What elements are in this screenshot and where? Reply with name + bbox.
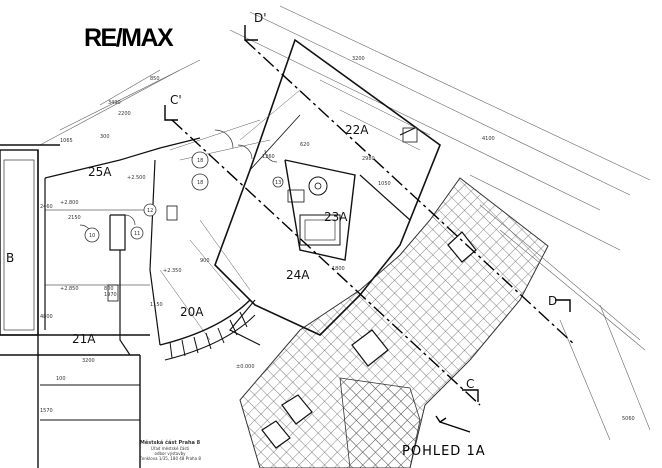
dimension-text: 1150 (150, 302, 163, 308)
dimension-text: 850 (150, 76, 160, 82)
planters (261, 231, 477, 449)
interior-details (159, 79, 431, 341)
dimension-text: 300 (100, 134, 110, 140)
dimension-text: 620 (300, 142, 310, 148)
stamp-title: Městská část Praha 8 (139, 440, 201, 446)
room-label-b: B (6, 251, 14, 265)
dimension-text: 4800 (40, 314, 53, 320)
level-mark: ±0.000 (236, 364, 255, 370)
dimension-text: 4100 (482, 136, 495, 142)
approval-stamp: Městská část Praha 8 Úřad městské části … (134, 440, 206, 462)
room-label-25a: 25A (88, 165, 112, 179)
tag-number: 11 (134, 231, 140, 237)
room-label-22a: 22A (345, 123, 369, 137)
room-label-20a: 20A (180, 305, 204, 319)
dimension-text: 1260 (262, 154, 275, 160)
stamp-line: Zenklova 1/35, 180 48 Praha 8 (139, 456, 201, 461)
dimension-text: 900 (200, 258, 210, 264)
dimension-text: 1800 (332, 266, 345, 272)
dimension-text: 1970 (104, 292, 117, 298)
remax-logo: RE/MAX (84, 24, 174, 52)
room-label-24a: 24A (286, 268, 310, 282)
dimension-text: 2200 (118, 111, 131, 117)
stamp-line: odbor výstavby (154, 451, 186, 456)
section-label-c-prime: C' (170, 93, 182, 107)
room-label-23a: 23A (324, 210, 348, 224)
dimension-text: 5060 (622, 416, 635, 422)
level-mark: +2.800 (60, 200, 79, 206)
dimension-text: 3200 (82, 358, 95, 364)
tag-number: 12 (147, 208, 153, 214)
view-label: POHLED 1A (402, 444, 486, 459)
left-building (0, 144, 150, 468)
room-label-21a: 21A (72, 332, 96, 346)
tag-number: 13 (275, 180, 281, 186)
level-mark: +2.350 (163, 268, 182, 274)
tag-markers (84, 151, 284, 243)
tag-number: 10 (89, 233, 95, 239)
dimension-text: 3490 (108, 100, 121, 106)
dimension-text: 1570 (40, 408, 53, 414)
section-lines (164, 25, 576, 433)
dimension-text: 100 (56, 376, 66, 382)
level-mark: +2.500 (127, 175, 146, 181)
stamp-line: Úřad městské části (150, 446, 190, 451)
dimension-lines (39, 5, 651, 441)
level-mark: +2.850 (60, 286, 79, 292)
dimension-text: 3200 (352, 56, 365, 62)
dimension-text: 2460 (40, 204, 53, 210)
dimension-text: 1065 (60, 138, 73, 144)
main-building (214, 38, 441, 346)
tag-number: 18 (197, 180, 203, 186)
wing-walls (44, 137, 201, 356)
dimension-text: 1050 (378, 181, 391, 187)
dimension-text: 2980 (362, 156, 375, 162)
dimension-text: 800 (104, 286, 114, 292)
curved-stair (159, 299, 256, 361)
tag-number: 18 (197, 158, 203, 164)
terrace-corner (339, 377, 421, 468)
section-label-d: D (548, 294, 557, 308)
dimension-text: 2150 (68, 215, 81, 221)
section-label-d-prime: D' (254, 11, 267, 25)
section-label-c: C (466, 377, 474, 391)
